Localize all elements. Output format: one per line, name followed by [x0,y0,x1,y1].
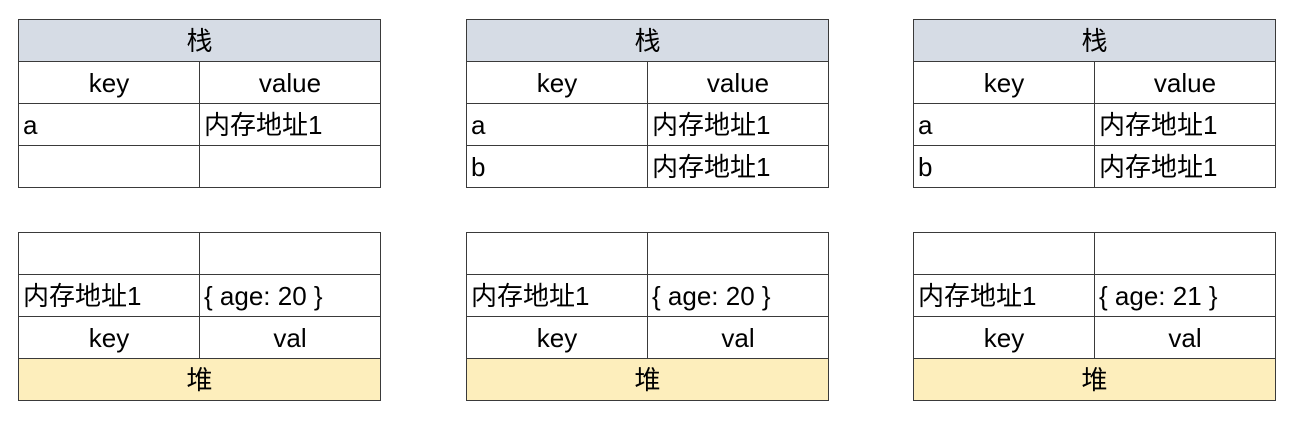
heap-title: 堆 [913,358,1276,401]
heap-key-header: key [466,316,648,359]
heap-row: 内存地址1 { age: 21 } [913,274,1276,317]
heap-row [18,232,381,275]
heap-value-header: val [199,316,381,359]
stack-key-header: key [466,61,648,104]
heap-key-cell [913,232,1095,275]
stack-header-row: key value [18,61,382,104]
stack-value-header: value [198,61,382,104]
memory-diagram-3: 栈 key value a 内存地址1 b 内存地址1 内存地址1 { age:… [912,19,1277,401]
stack-row: a 内存地址1 [18,103,382,146]
heap-title-row: 堆 [466,358,829,401]
stack-value-cell [198,145,382,188]
stack-header-row: key value [913,61,1277,104]
heap-key-cell [466,232,648,275]
stack-row: a 内存地址1 [913,103,1277,146]
stack-row: b 内存地址1 [913,145,1277,188]
stack-title: 栈 [912,19,1277,62]
stack-key-cell: a [466,103,648,146]
heap-title: 堆 [466,358,829,401]
heap-key-cell: 内存地址1 [18,274,200,317]
stack-value-cell: 内存地址1 [1093,103,1277,146]
stack-title-row: 栈 [912,19,1277,62]
heap-value-header: val [1094,316,1276,359]
memory-diagram-1: 栈 key value a 内存地址1 内存地址1 { age: 20 } ke… [17,19,382,401]
heap-table: 内存地址1 { age: 20 } key val 堆 [466,232,829,401]
stack-key-cell: b [913,145,1095,188]
stack-value-header: value [1093,61,1277,104]
heap-row [466,232,829,275]
stack-title-row: 栈 [465,19,830,62]
stack-row: b 内存地址1 [466,145,830,188]
heap-header-row: key val [466,316,829,359]
heap-value-cell: { age: 20 } [199,274,381,317]
heap-header-row: key val [913,316,1276,359]
heap-value-cell [199,232,381,275]
stack-row: a 内存地址1 [466,103,830,146]
stack-table: 栈 key value a 内存地址1 b 内存地址1 [465,19,830,188]
heap-value-cell: { age: 21 } [1094,274,1276,317]
stack-title: 栈 [17,19,382,62]
heap-row: 内存地址1 { age: 20 } [18,274,381,317]
heap-title: 堆 [18,358,381,401]
stack-value-header: value [646,61,830,104]
stack-key-cell [18,145,200,188]
stack-value-cell: 内存地址1 [646,103,830,146]
heap-row [913,232,1276,275]
stack-key-header: key [18,61,200,104]
stack-key-cell: a [18,103,200,146]
stack-title: 栈 [465,19,830,62]
heap-title-row: 堆 [913,358,1276,401]
heap-key-cell: 内存地址1 [913,274,1095,317]
stack-value-cell: 内存地址1 [646,145,830,188]
memory-diagram-2: 栈 key value a 内存地址1 b 内存地址1 内存地址1 { age:… [465,19,830,401]
stack-value-cell: 内存地址1 [1093,145,1277,188]
stack-key-header: key [913,61,1095,104]
heap-key-cell: 内存地址1 [466,274,648,317]
stack-header-row: key value [466,61,830,104]
heap-table: 内存地址1 { age: 21 } key val 堆 [913,232,1276,401]
heap-key-header: key [913,316,1095,359]
heap-value-cell [647,232,829,275]
stack-table: 栈 key value a 内存地址1 b 内存地址1 [912,19,1277,188]
stack-table: 栈 key value a 内存地址1 [17,19,382,188]
heap-header-row: key val [18,316,381,359]
stack-title-row: 栈 [17,19,382,62]
stack-key-cell: b [466,145,648,188]
stack-key-cell: a [913,103,1095,146]
heap-key-header: key [18,316,200,359]
stack-row [18,145,382,188]
heap-key-cell [18,232,200,275]
heap-value-cell: { age: 20 } [647,274,829,317]
heap-row: 内存地址1 { age: 20 } [466,274,829,317]
heap-value-header: val [647,316,829,359]
heap-table: 内存地址1 { age: 20 } key val 堆 [18,232,381,401]
heap-value-cell [1094,232,1276,275]
heap-title-row: 堆 [18,358,381,401]
stack-value-cell: 内存地址1 [198,103,382,146]
